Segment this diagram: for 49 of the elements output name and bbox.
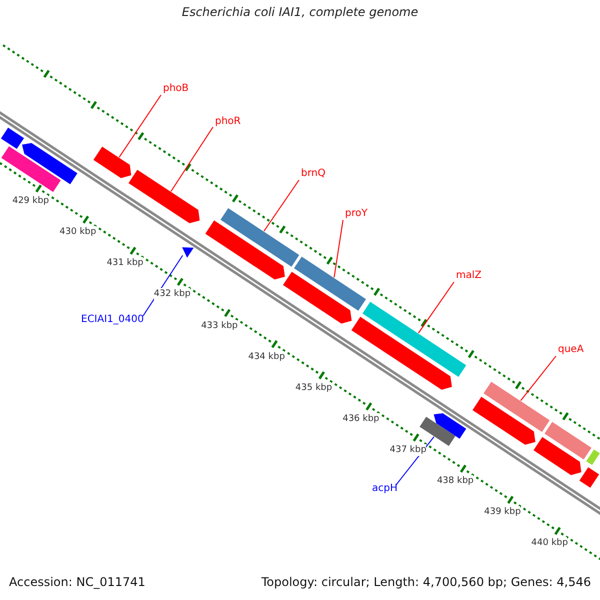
- position-label: 432 kbp: [154, 288, 190, 300]
- position-label: 433 kbp: [201, 320, 238, 332]
- leader-line: [520, 356, 556, 402]
- gene-feature: [484, 382, 550, 432]
- gene-feature: [434, 413, 466, 439]
- gene-feature: [22, 143, 78, 184]
- gene-label: brnQ: [301, 168, 326, 180]
- position-label: 439 kbp: [484, 506, 520, 518]
- gene-feature: [182, 247, 194, 258]
- leader-line: [334, 220, 344, 278]
- accession-text: Accession: NC_011741: [9, 576, 146, 588]
- leader-line: [418, 282, 454, 334]
- title: Escherichia coli IAI1, complete genome: [180, 6, 420, 18]
- gene-feature: [283, 272, 352, 324]
- position-label: 430 kbp: [60, 226, 96, 238]
- gene-label: malZ: [456, 270, 482, 282]
- position-label: 429 kbp: [12, 195, 48, 208]
- gene-feature: [351, 316, 452, 390]
- gene-feature: [472, 396, 536, 445]
- gene-feature: [544, 422, 592, 460]
- gene-feature: [0, 128, 24, 149]
- gene-feature: [294, 256, 366, 311]
- gene-label: proY: [345, 208, 368, 220]
- position-label: 434 kbp: [248, 350, 284, 363]
- position-label: 438 kbp: [436, 475, 473, 488]
- position-label: 436 kbp: [342, 412, 379, 425]
- leader-line: [264, 180, 300, 232]
- gene-feature: [220, 208, 300, 267]
- position-label: 437 kbp: [390, 444, 426, 456]
- position-label: 440 kbp: [531, 537, 568, 550]
- gene-feature: [362, 302, 466, 377]
- position-label: 431 kbp: [106, 257, 143, 270]
- gene-label: queA: [558, 344, 584, 356]
- gene-feature: [534, 437, 582, 476]
- genome-summary-text: Topology: circular; Length: 4,700,560 bp; Genes: 4,546: [261, 576, 591, 588]
- gene-feature: [579, 467, 600, 488]
- leader-line: [118, 94, 162, 158]
- gene-feature: [128, 170, 200, 224]
- gene-feature: [420, 416, 456, 446]
- gene-feature: [1, 146, 61, 192]
- gene-feature: [205, 220, 285, 280]
- leader-line: [170, 126, 214, 192]
- gene-feature: [93, 146, 132, 178]
- gene-feature: [586, 450, 600, 465]
- gene-label: phoR: [215, 116, 241, 128]
- position-label: 435 kbp: [295, 382, 332, 394]
- gene-label: acpH: [372, 483, 398, 495]
- gene-label: ECIAI1_0400: [81, 314, 144, 326]
- gene-label: phoB: [163, 83, 189, 95]
